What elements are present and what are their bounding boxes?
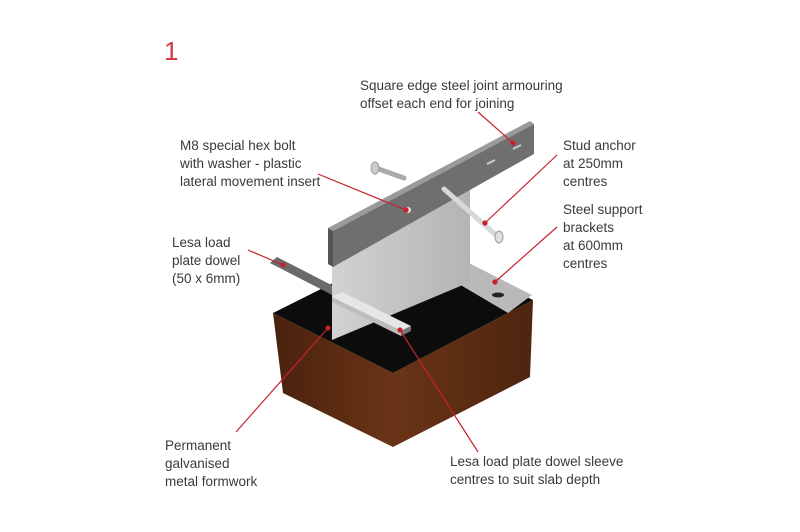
leader-lines: [235, 111, 558, 453]
label-line: with washer - plastic: [180, 156, 302, 171]
label-line: Steel support: [563, 202, 643, 217]
label-steel-bracket: Steel support brackets at 600mm centres: [563, 201, 643, 273]
label-lesa-dowel: Lesa load plate dowel (50 x 6mm): [172, 234, 240, 288]
label-line: lateral movement insert: [180, 174, 321, 189]
label-dowel-sleeve: Lesa load plate dowel sleeve centres to …: [450, 453, 623, 489]
label-line: centres: [563, 256, 608, 271]
label-line: centres to suit slab depth: [450, 472, 601, 487]
label-line: centres: [563, 174, 608, 189]
label-hex-bolt: M8 special hex bolt with washer - plasti…: [180, 137, 320, 191]
label-stud-anchor: Stud anchor at 250mm centres: [563, 137, 636, 191]
formwork-plate: [332, 180, 470, 340]
label-line: (50 x 6mm): [172, 271, 241, 286]
label-line: M8 special hex bolt: [180, 138, 296, 153]
label-line: brackets: [563, 220, 615, 235]
label-formwork: Permanent galvanised metal formwork: [165, 437, 257, 491]
label-line: metal formwork: [165, 474, 258, 489]
stud-anchor: [441, 186, 504, 244]
label-line: Square edge steel joint armouring: [360, 78, 563, 93]
label-line: at 250mm: [563, 156, 624, 171]
lesa-dowel: [270, 257, 345, 298]
label-line: Lesa load: [172, 235, 231, 250]
bracket-slot: [492, 292, 504, 298]
label-line: Stud anchor: [563, 138, 636, 153]
label-line: galvanised: [165, 456, 230, 471]
label-line: offset each end for joining: [360, 96, 515, 111]
figure-number: 1: [164, 36, 179, 66]
label-line: at 600mm: [563, 238, 624, 253]
label-line: Lesa load plate dowel sleeve: [450, 454, 624, 469]
stud-anchor-back: [370, 161, 407, 181]
label-joint-armouring: Square edge steel joint armouring offset…: [360, 77, 563, 113]
label-line: Permanent: [165, 438, 232, 453]
dowel-sleeve: [332, 292, 411, 336]
label-line: plate dowel: [172, 253, 241, 268]
